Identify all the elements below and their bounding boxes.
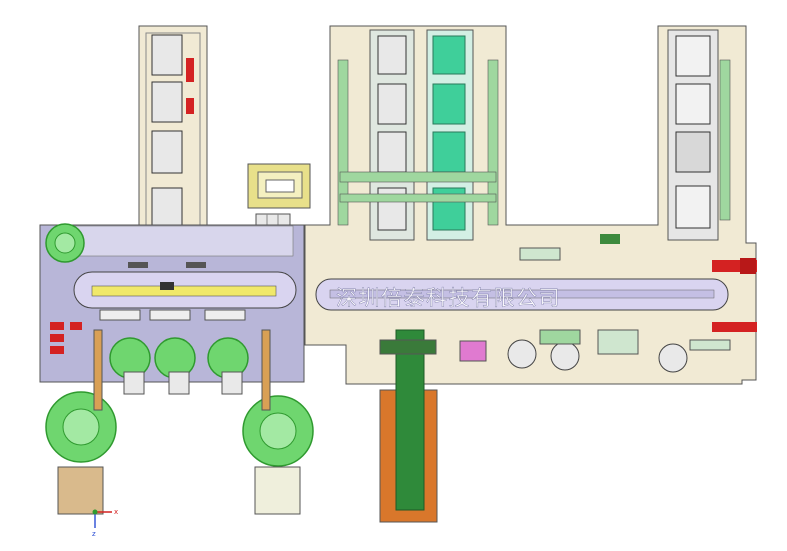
- yellow-tray-fixture: [247, 163, 311, 209]
- company-watermark: 深圳倍泰科技有限公司: [336, 286, 561, 310]
- top-left-feeder: [45, 223, 85, 263]
- center-frame-rails: [337, 59, 499, 226]
- left-module-details: [99, 262, 246, 321]
- axis-x-label: x: [114, 508, 118, 516]
- bottom-feeder-station-2: [242, 329, 314, 515]
- left-tower-trays: [151, 34, 183, 229]
- left-conveyor-track: [73, 271, 297, 309]
- right-red-actuators: [712, 258, 757, 332]
- tray-stacker-center-b: [426, 29, 474, 241]
- tray-stacker-center-a: [369, 29, 415, 241]
- tray-stacker-left: [138, 25, 208, 242]
- left-tower-red-sensors: [186, 58, 194, 114]
- tray-stacker-right: [667, 29, 731, 241]
- outfeed-belt-conveyor: [379, 329, 438, 523]
- right-conveyor-track: [315, 278, 729, 311]
- left-red-sensor-blocks: [50, 322, 82, 354]
- bowl-feeders-bottom: [109, 337, 249, 395]
- right-module-details: [459, 234, 731, 373]
- axis-indicator: x z: [92, 508, 118, 538]
- bottom-feeder-station-1: [45, 329, 117, 515]
- axis-z-label: z: [92, 530, 96, 538]
